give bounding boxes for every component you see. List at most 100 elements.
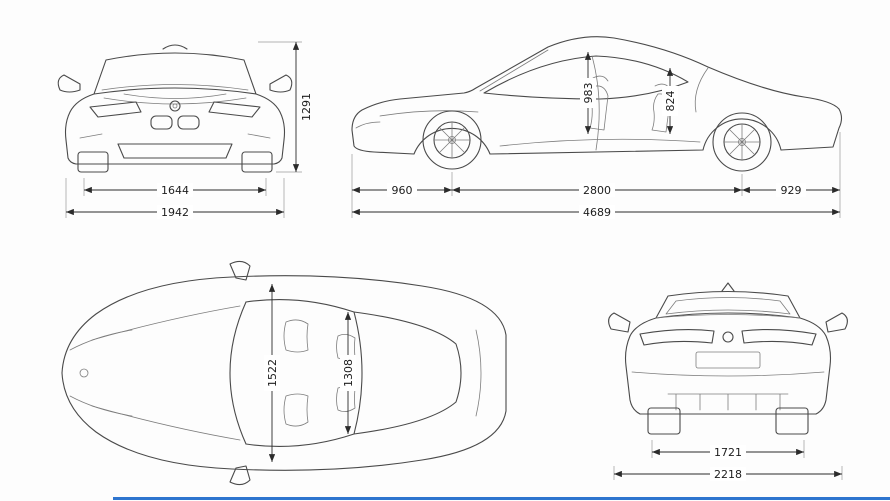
rear-license-recess xyxy=(695,351,761,369)
side-front-rim xyxy=(433,121,471,159)
front-view-car xyxy=(57,44,293,173)
dim-label-bg xyxy=(710,445,746,459)
side-door-line xyxy=(591,55,600,151)
side-front-headrest xyxy=(592,75,609,82)
dim-label-bg xyxy=(776,183,806,197)
rear-mirror-left xyxy=(608,312,631,333)
dim-front-width: 1942 xyxy=(65,178,285,219)
dim-label-front-overhang: 960 xyxy=(392,184,413,197)
rear-roof-fin xyxy=(721,282,735,292)
top-hood-v-lower xyxy=(91,405,241,441)
dim-length-chain: 960 2800 929 xyxy=(351,132,841,218)
rear-diffuser xyxy=(667,393,789,411)
side-rear-tire xyxy=(712,112,772,172)
top-hood-v-upper xyxy=(91,305,241,341)
front-windshield-base xyxy=(101,84,249,91)
dim-overall-length: 4689 xyxy=(352,205,840,219)
side-front-wheel-spokes xyxy=(434,122,470,158)
top-seat-front-left xyxy=(283,319,309,353)
front-roof-fin xyxy=(162,44,188,50)
rear-beltline xyxy=(655,314,801,319)
top-roundel-badge xyxy=(79,368,89,378)
dim-label-front-height: 1291 xyxy=(300,93,313,121)
rear-mirror-right xyxy=(825,312,848,333)
side-glass-outline xyxy=(483,55,689,100)
top-deck-edge xyxy=(475,329,482,417)
dim-label-bg xyxy=(387,183,417,197)
side-hood-line xyxy=(379,110,479,117)
front-lower-intake xyxy=(117,143,233,159)
front-vent-right xyxy=(247,133,271,139)
dim-rear-track: 1721 xyxy=(651,440,805,459)
dim-label-rear-width: 2218 xyxy=(714,468,742,481)
rear-wheel-right xyxy=(775,407,809,435)
side-rear-rim xyxy=(723,123,761,161)
front-body-side-right xyxy=(255,93,286,165)
front-hood-crease-2 xyxy=(123,93,227,99)
rear-bumper-line xyxy=(631,371,825,377)
side-front-tire xyxy=(422,110,482,170)
rear-taillight-left xyxy=(639,329,715,346)
dim-label-bg xyxy=(662,86,678,116)
side-view-car xyxy=(351,36,843,172)
side-rear-blade-line xyxy=(694,67,709,113)
rear-window xyxy=(665,297,791,315)
dim-label-bg xyxy=(340,355,356,391)
side-body-outline xyxy=(351,36,843,155)
front-body-side-left xyxy=(64,93,95,165)
side-view: 983 824 960 2800 929 4689 xyxy=(351,36,843,219)
dim-label-bg xyxy=(580,78,596,108)
dim-label-bg xyxy=(157,205,193,219)
front-roundel-badge xyxy=(169,100,181,112)
top-nose-line-lower xyxy=(69,395,133,417)
front-mirror-left xyxy=(57,74,81,93)
dim-rear-width: 2218 xyxy=(613,466,843,481)
footer-accent-line xyxy=(113,497,890,500)
top-view: 1522 1308 xyxy=(61,260,507,486)
front-roundel-inner xyxy=(172,103,178,109)
dim-label-wheelbase: 2800 xyxy=(583,184,611,197)
top-windshield-arc xyxy=(229,301,247,445)
dim-label-rear-overhang: 929 xyxy=(781,184,802,197)
dim-label-bg xyxy=(710,467,746,481)
rear-body-side-right xyxy=(799,317,832,415)
dim-rear-headroom: 824 xyxy=(662,68,678,134)
rear-wheel-left xyxy=(647,407,681,435)
top-roof-edge-upper xyxy=(245,299,355,313)
dim-front-track: 1644 xyxy=(83,178,267,197)
side-rear-wheel-spokes xyxy=(724,124,760,160)
dim-label-rear-track: 1721 xyxy=(714,446,742,459)
rear-greenhouse xyxy=(655,290,801,319)
top-body-outline xyxy=(61,275,507,471)
side-windshield-line xyxy=(479,49,549,92)
top-view-car xyxy=(61,260,507,486)
dim-label-front-headroom: 983 xyxy=(582,83,595,104)
top-rear-glass xyxy=(353,311,462,435)
front-headlight-left xyxy=(89,101,142,118)
rear-view-car xyxy=(608,282,848,435)
front-headlight-right xyxy=(208,101,261,118)
front-vent-left xyxy=(79,133,103,139)
dim-label-bg xyxy=(157,183,193,197)
dim-label-front-width: 1942 xyxy=(161,206,189,219)
dim-front-height: 1291 xyxy=(258,41,313,173)
dim-label-bg xyxy=(579,183,615,197)
front-wheel-right xyxy=(241,151,273,173)
top-seat-front-right xyxy=(283,393,309,427)
rear-taillight-right xyxy=(741,329,817,346)
front-kidney-grille-left xyxy=(150,115,173,130)
top-mirror-lower xyxy=(229,465,251,486)
front-mirror-right xyxy=(269,74,293,93)
dim-top-rear-width: 1308 xyxy=(340,312,356,434)
top-roof-edge-lower xyxy=(245,433,355,447)
dim-label-top-front-width: 1522 xyxy=(266,359,279,387)
top-mirror-upper xyxy=(229,260,251,281)
dim-label-bg xyxy=(264,355,280,391)
front-kidney-grille-right xyxy=(177,115,200,130)
rear-roundel-badge xyxy=(722,331,734,343)
dim-label-top-rear-width: 1308 xyxy=(342,359,355,387)
dim-top-front-width: 1522 xyxy=(264,284,280,462)
rear-view: 1721 2218 xyxy=(608,282,848,481)
